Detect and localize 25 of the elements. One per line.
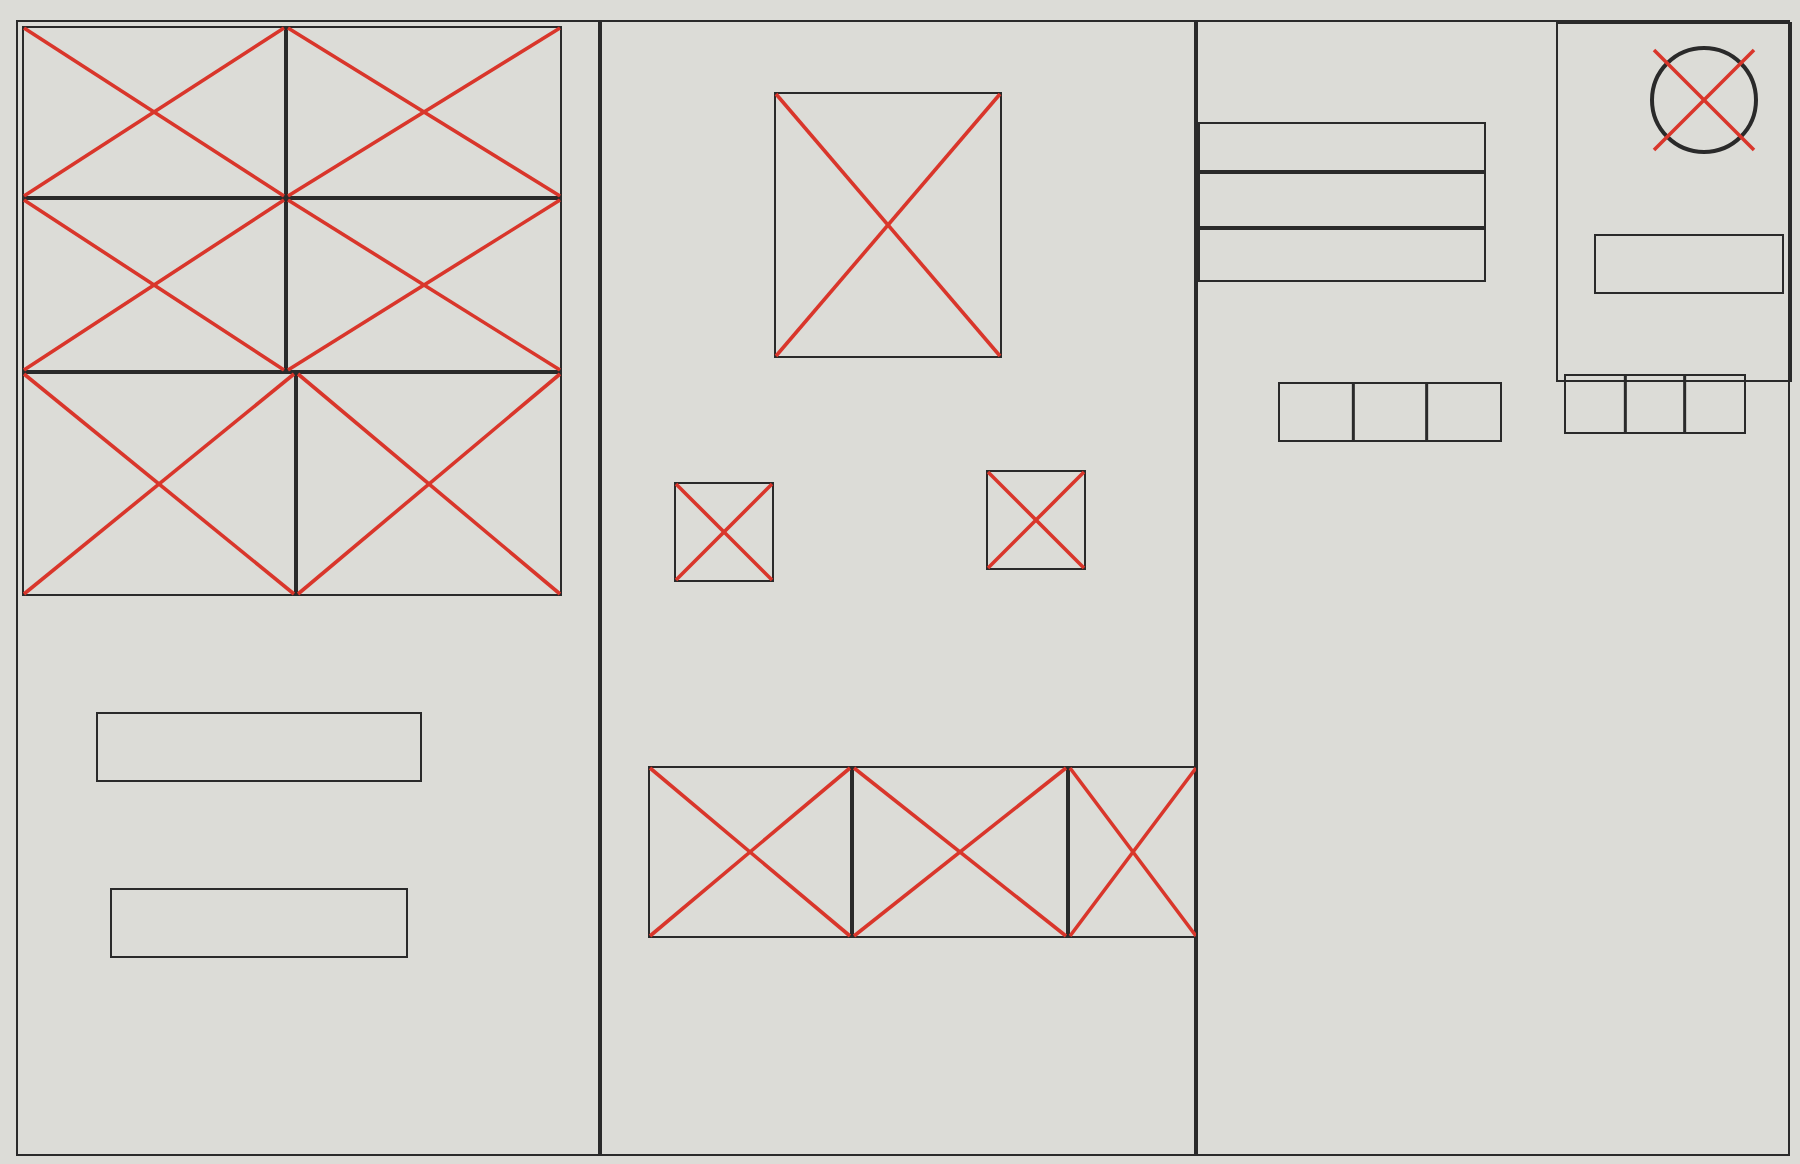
panel xyxy=(1556,22,1792,382)
image-placeholder xyxy=(22,26,286,198)
image-placeholder xyxy=(286,198,562,372)
input-field xyxy=(1198,172,1486,228)
image-placeholder xyxy=(22,198,286,372)
segmented-control xyxy=(1278,382,1502,442)
image-placeholder xyxy=(774,92,1002,358)
image-placeholder xyxy=(22,372,296,596)
panel xyxy=(1196,20,1790,1156)
avatar-placeholder xyxy=(1650,46,1758,154)
input-field xyxy=(1198,122,1486,172)
image-placeholder xyxy=(296,372,562,596)
input-field xyxy=(1198,228,1486,282)
input-field xyxy=(96,712,422,782)
panel xyxy=(600,20,1196,1156)
image-placeholder xyxy=(286,26,562,198)
panel xyxy=(16,20,600,1156)
input-field xyxy=(110,888,408,958)
segmented-control xyxy=(1564,374,1746,434)
image-placeholder xyxy=(648,766,852,938)
image-placeholder xyxy=(852,766,1068,938)
image-placeholder xyxy=(674,482,774,582)
image-placeholder xyxy=(986,470,1086,570)
image-placeholder xyxy=(1068,766,1198,938)
input-field xyxy=(1594,234,1784,294)
